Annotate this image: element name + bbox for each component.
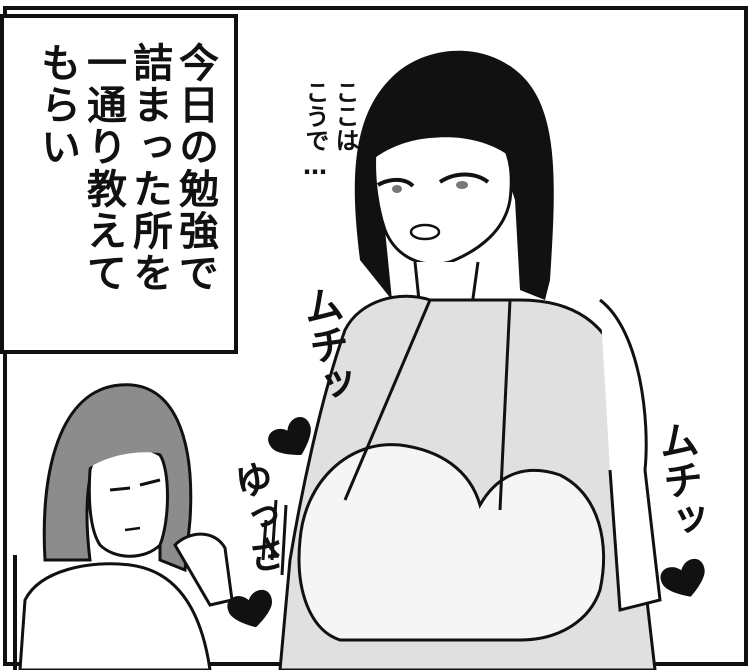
student-eye-left (109, 486, 131, 492)
sfx-muchi-right: ムチッ (649, 417, 709, 543)
student-face (87, 445, 169, 558)
apron-strap-right (498, 299, 512, 511)
student-bangs (85, 435, 170, 470)
woman-bangs (372, 107, 515, 160)
heart-icon (268, 417, 311, 455)
hand (173, 532, 234, 607)
heart-icon (660, 558, 705, 597)
student-body (18, 562, 212, 670)
narration-box: 今日の勉強で 詰まった所を 一通り教えて もらい (0, 14, 238, 354)
narration-text: 今日の勉強で 詰まった所を 一通り教えて もらい (34, 42, 218, 294)
apron-strap-left (343, 299, 432, 501)
motion-lines (261, 499, 288, 576)
student-mouth (124, 526, 141, 532)
woman-hair (354, 50, 554, 300)
woman-eye-left (376, 177, 415, 188)
whisper-text: ここは こうで… (301, 80, 359, 180)
woman-chest (297, 443, 606, 642)
heart-icon (227, 589, 273, 628)
woman-pupil-right (456, 181, 468, 189)
woman-mouth (409, 223, 441, 241)
student-eye-right (139, 478, 161, 487)
woman-pupil-left (392, 185, 402, 193)
woman-arm (599, 298, 662, 612)
woman-eye-right (438, 172, 490, 184)
